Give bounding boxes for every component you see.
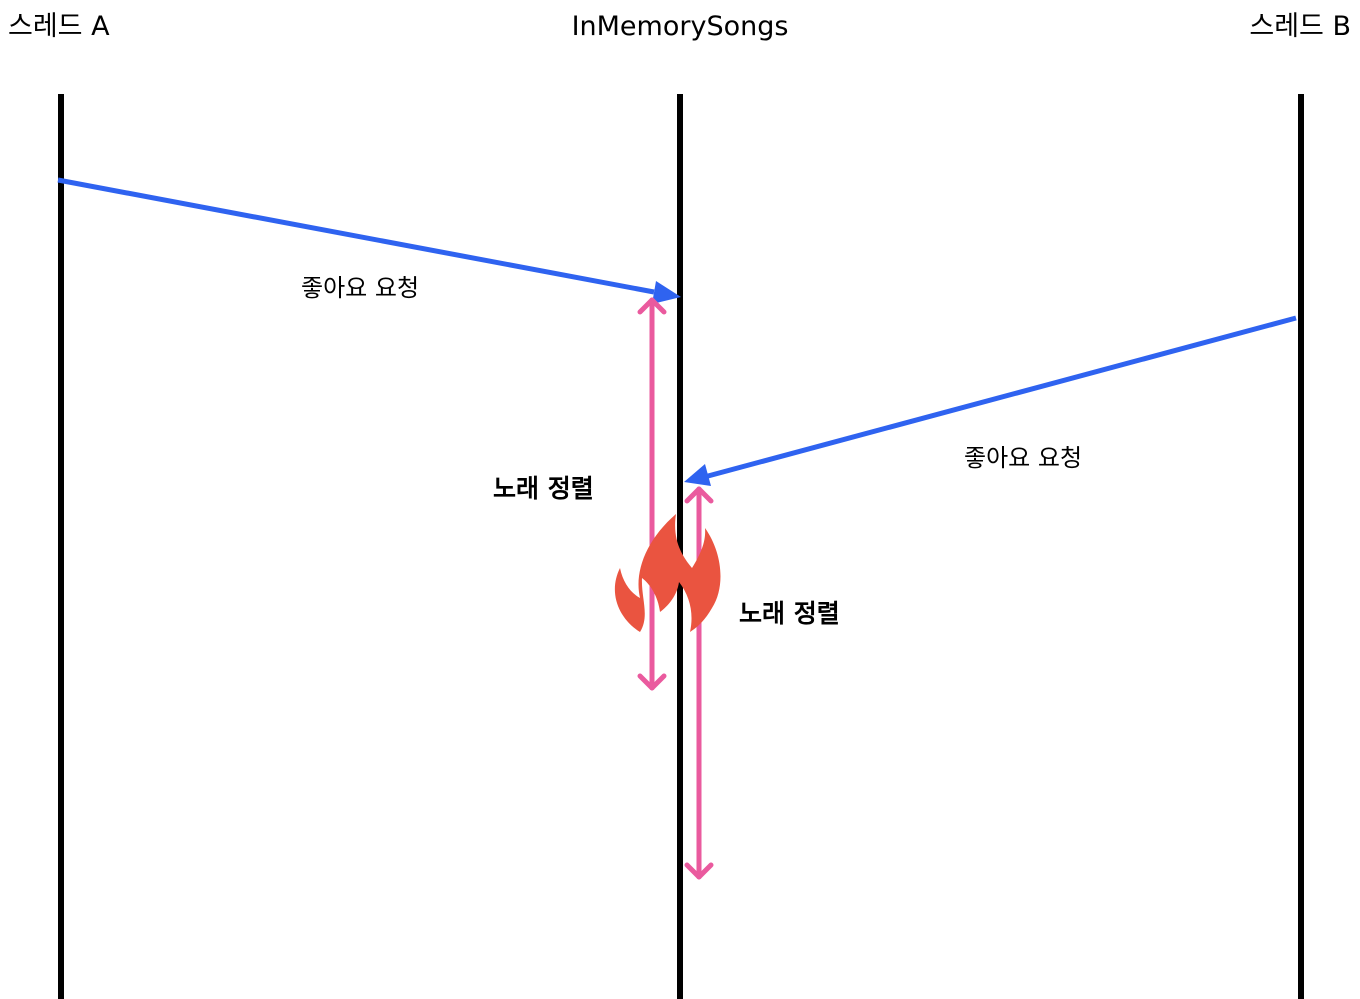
lane-title-thread-a: 스레드 A [8, 11, 110, 42]
process-label-sort-b: 노래 정렬 [739, 599, 840, 628]
message-arrowhead-b [684, 464, 711, 486]
process-arrow-sort-b [684, 486, 714, 880]
message-label-b: 좋아요 요청 [964, 444, 1082, 472]
message-label-a: 좋아요 요청 [301, 274, 419, 302]
lane-title-shared: InMemorySongs [572, 11, 789, 42]
process-arrow-sort-a [637, 297, 667, 691]
fire-icon [614, 514, 721, 632]
lane-title-thread-b: 스레드 B [1249, 11, 1351, 42]
message-arrowhead-a [652, 281, 681, 304]
process-label-sort-a: 노래 정렬 [493, 474, 594, 503]
message-arrow-a-to-shared [57, 177, 655, 295]
message-arrow-b-to-shared [707, 315, 1297, 479]
